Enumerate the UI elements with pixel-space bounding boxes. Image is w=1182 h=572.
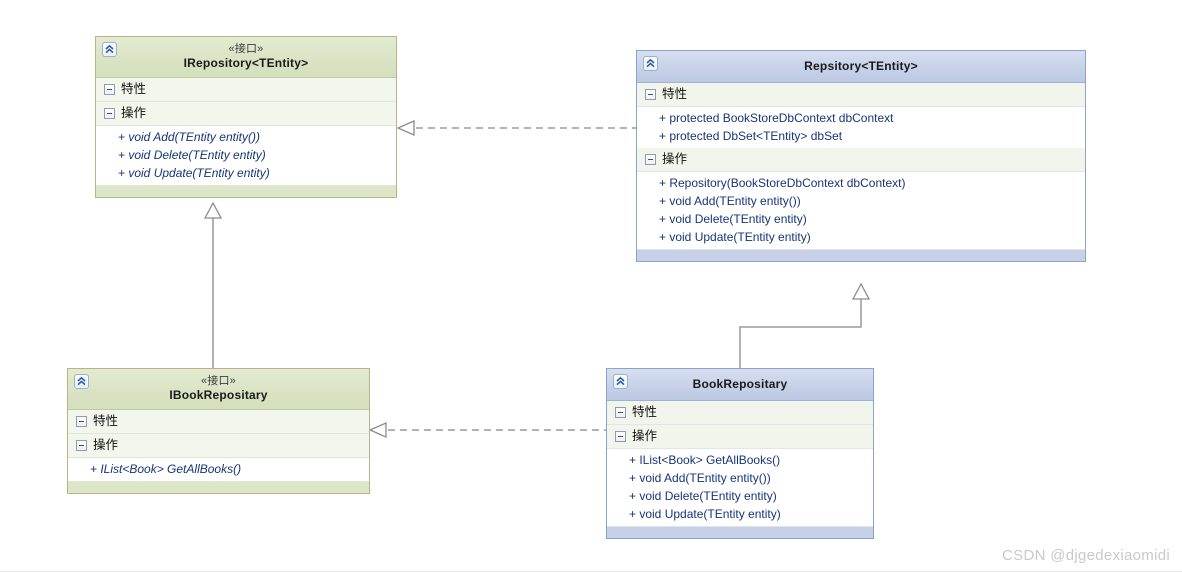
member-item[interactable]: + IList<Book> GetAllBooks() bbox=[629, 453, 781, 467]
relationship-repository-realizes-irepository bbox=[396, 120, 636, 136]
class-stereotype: «接口» bbox=[228, 43, 264, 55]
member-item[interactable]: + protected BookStoreDbContext dbContext bbox=[659, 111, 894, 125]
member-item[interactable]: + void Add(TEntity entity()) bbox=[629, 471, 771, 485]
collapse-chevron-up-icon[interactable] bbox=[613, 374, 628, 389]
member-item[interactable]: + Repository(BookStoreDbContext dbContex… bbox=[659, 176, 906, 190]
member-item[interactable]: + void Add(TEntity entity()) bbox=[118, 130, 260, 144]
operations-list: + void Add(TEntity entity()) + void Dele… bbox=[96, 126, 396, 185]
member-item[interactable]: + void Delete(TEntity entity) bbox=[629, 489, 777, 503]
collapse-minus-icon[interactable] bbox=[76, 440, 87, 451]
class-footer bbox=[637, 249, 1085, 261]
watermark-text: CSDN @djgedexiaomidi bbox=[1002, 547, 1170, 564]
collapse-minus-icon[interactable] bbox=[76, 416, 87, 427]
compartment-label: 特性 bbox=[662, 87, 688, 101]
class-box-irepository[interactable]: «接口» IRepository<TEntity> 特性 操作 + void A… bbox=[95, 36, 397, 198]
compartment-label: 操作 bbox=[93, 438, 119, 452]
member-item[interactable]: + void Add(TEntity entity()) bbox=[659, 194, 801, 208]
class-title: IBookRepositary bbox=[169, 388, 268, 402]
class-title: IRepository<TEntity> bbox=[183, 56, 309, 70]
member-item[interactable]: + void Delete(TEntity entity) bbox=[659, 212, 807, 226]
generalization-elbow-line bbox=[739, 298, 862, 368]
collapse-minus-icon[interactable] bbox=[645, 89, 656, 100]
member-item[interactable]: + void Update(TEntity entity) bbox=[659, 230, 811, 244]
relationship-bookrepository-extends-repository bbox=[739, 282, 871, 368]
collapse-chevron-up-icon[interactable] bbox=[102, 42, 117, 57]
class-box-bookrepository[interactable]: BookRepositary 特性 操作 + IList<Book> GetAl… bbox=[606, 368, 874, 539]
compartment-label: 操作 bbox=[121, 106, 147, 120]
class-header-ibookrepository: «接口» IBookRepositary bbox=[68, 369, 369, 410]
collapse-minus-icon[interactable] bbox=[104, 108, 115, 119]
collapse-chevron-up-icon[interactable] bbox=[74, 374, 89, 389]
hollow-triangle-arrowhead bbox=[368, 422, 387, 438]
class-footer bbox=[607, 526, 873, 538]
class-stereotype: «接口» bbox=[200, 375, 237, 387]
class-box-repository[interactable]: Repsitory<TEntity> 特性 + protected BookSt… bbox=[636, 50, 1086, 262]
hollow-triangle-arrowhead bbox=[203, 201, 223, 219]
class-title: Repsitory<TEntity> bbox=[804, 59, 918, 73]
class-header-repository: Repsitory<TEntity> bbox=[637, 51, 1085, 83]
member-item[interactable]: + void Update(TEntity entity) bbox=[118, 166, 270, 180]
member-item[interactable]: + void Update(TEntity entity) bbox=[629, 507, 781, 521]
compartment-label: 操作 bbox=[662, 152, 688, 166]
relationship-bookrepository-realizes-ibookrepository bbox=[368, 422, 606, 438]
class-box-ibookrepository[interactable]: «接口» IBookRepositary 特性 操作 + IList<Book>… bbox=[67, 368, 370, 494]
compartment-label: 特性 bbox=[93, 414, 119, 428]
operations-list: + Repository(BookStoreDbContext dbContex… bbox=[637, 172, 1085, 249]
compartment-label: 特性 bbox=[632, 405, 658, 419]
operations-list: + IList<Book> GetAllBooks() bbox=[68, 458, 369, 481]
compartment-attributes-header[interactable]: 特性 bbox=[607, 401, 873, 425]
class-header-irepository: «接口» IRepository<TEntity> bbox=[96, 37, 396, 78]
attributes-list: + protected BookStoreDbContext dbContext… bbox=[637, 107, 1085, 148]
compartment-operations-header[interactable]: 操作 bbox=[637, 148, 1085, 172]
compartment-operations-header[interactable]: 操作 bbox=[607, 425, 873, 449]
hollow-triangle-arrowhead bbox=[396, 120, 415, 136]
compartment-attributes-header[interactable]: 特性 bbox=[68, 410, 369, 434]
compartment-operations-header[interactable]: 操作 bbox=[96, 102, 396, 126]
class-title: BookRepositary bbox=[692, 377, 788, 391]
hollow-triangle-arrowhead bbox=[851, 282, 871, 300]
collapse-minus-icon[interactable] bbox=[615, 407, 626, 418]
collapse-minus-icon[interactable] bbox=[615, 431, 626, 442]
compartment-attributes-header[interactable]: 特性 bbox=[637, 83, 1085, 107]
compartment-label: 特性 bbox=[121, 82, 147, 96]
relationship-ibookrepository-extends-irepository bbox=[203, 201, 223, 368]
collapse-minus-icon[interactable] bbox=[645, 154, 656, 165]
compartment-attributes-header[interactable]: 特性 bbox=[96, 78, 396, 102]
operations-list: + IList<Book> GetAllBooks() + void Add(T… bbox=[607, 449, 873, 526]
member-item[interactable]: + IList<Book> GetAllBooks() bbox=[90, 462, 242, 476]
class-header-bookrepository: BookRepositary bbox=[607, 369, 873, 401]
compartment-label: 操作 bbox=[632, 429, 658, 443]
class-footer bbox=[96, 185, 396, 197]
member-item[interactable]: + void Delete(TEntity entity) bbox=[118, 148, 266, 162]
class-footer bbox=[68, 481, 369, 493]
collapse-chevron-up-icon[interactable] bbox=[643, 56, 658, 71]
member-item[interactable]: + protected DbSet<TEntity> dbSet bbox=[659, 129, 843, 143]
collapse-minus-icon[interactable] bbox=[104, 84, 115, 95]
compartment-operations-header[interactable]: 操作 bbox=[68, 434, 369, 458]
